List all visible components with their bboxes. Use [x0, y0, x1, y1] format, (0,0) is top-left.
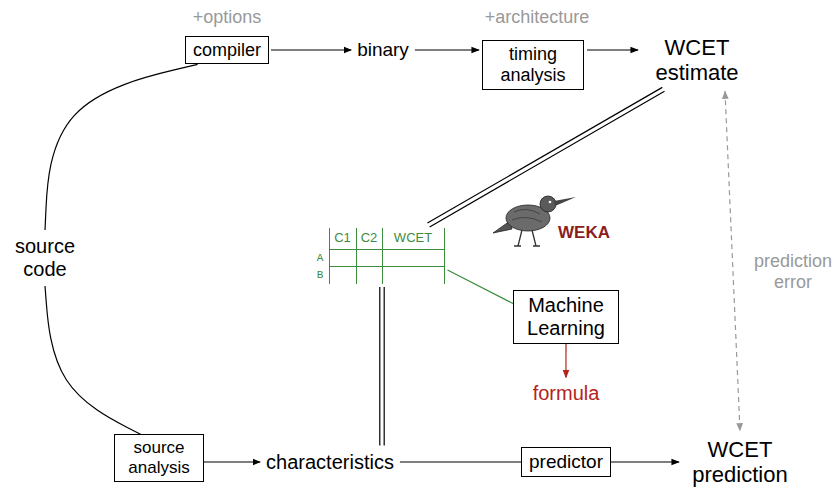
artifact-label: characteristics — [263, 449, 397, 476]
row-label: A — [317, 252, 324, 265]
bird-head — [540, 196, 556, 212]
double-connector — [380, 287, 384, 446]
node-text: binary — [357, 39, 409, 61]
connector — [400, 461, 521, 462]
bird-feathers — [512, 209, 542, 222]
node-text: timing analysis — [490, 44, 576, 85]
node-text: Machine Learning — [521, 294, 611, 340]
connectors — [45, 50, 740, 462]
process-box: source analysis — [114, 434, 204, 481]
node-text: characteristics — [266, 451, 394, 474]
bird-beak — [554, 197, 576, 206]
result-label: WCET estimate — [641, 33, 753, 88]
connector — [271, 49, 351, 50]
table-cell: C1 — [330, 228, 357, 250]
table-cell — [383, 250, 445, 267]
connector — [45, 64, 198, 230]
double-connector — [427, 87, 664, 227]
process-box: timing analysis — [482, 40, 584, 89]
node-text: WCET prediction — [685, 437, 795, 488]
tool-logo-text: WEKA — [558, 223, 610, 243]
option-note: +options — [193, 7, 262, 28]
node-text: source analysis — [122, 438, 196, 477]
connector — [587, 49, 638, 50]
connector — [204, 461, 260, 462]
connector — [45, 286, 141, 434]
node-text: predictor — [529, 451, 603, 473]
connector — [415, 49, 479, 50]
node-text: formula — [533, 382, 600, 405]
edge-label: prediction error — [745, 250, 834, 293]
connector — [565, 344, 566, 378]
process-box: Machine Learning — [513, 290, 619, 344]
connector — [611, 461, 679, 462]
table-grid: C1 C2 WCET AB — [312, 228, 445, 284]
table-cell — [383, 267, 445, 284]
source-label: source code — [6, 233, 84, 283]
table-cell: WCET — [383, 228, 445, 250]
bird-eye — [549, 201, 552, 204]
result-label: WCET prediction — [682, 435, 798, 490]
process-box: predictor — [521, 447, 611, 477]
node-text: source code — [9, 235, 81, 281]
bird-legs — [514, 230, 540, 246]
table-cell — [357, 250, 383, 267]
dashed-arrow — [725, 91, 740, 430]
connector — [448, 270, 514, 304]
table-cell: C2 — [357, 228, 383, 250]
column-header: C2 — [361, 231, 378, 246]
process-box: compiler — [185, 36, 269, 65]
table-cell: B — [312, 267, 330, 284]
table-cell — [312, 228, 330, 250]
table-cell — [330, 267, 357, 284]
table-cell — [357, 267, 383, 284]
table-cell — [330, 250, 357, 267]
table-cell: A — [312, 250, 330, 267]
artifact-label: binary — [354, 37, 412, 63]
column-header: C1 — [334, 231, 351, 246]
node-text: compiler — [193, 40, 261, 61]
row-label: B — [317, 269, 324, 282]
formula-label: formula — [530, 380, 603, 407]
column-header: WCET — [394, 231, 432, 246]
node-text: WCET estimate — [644, 35, 750, 86]
data-table: C1 C2 WCET AB — [312, 228, 445, 284]
option-note: +architecture — [485, 7, 590, 28]
